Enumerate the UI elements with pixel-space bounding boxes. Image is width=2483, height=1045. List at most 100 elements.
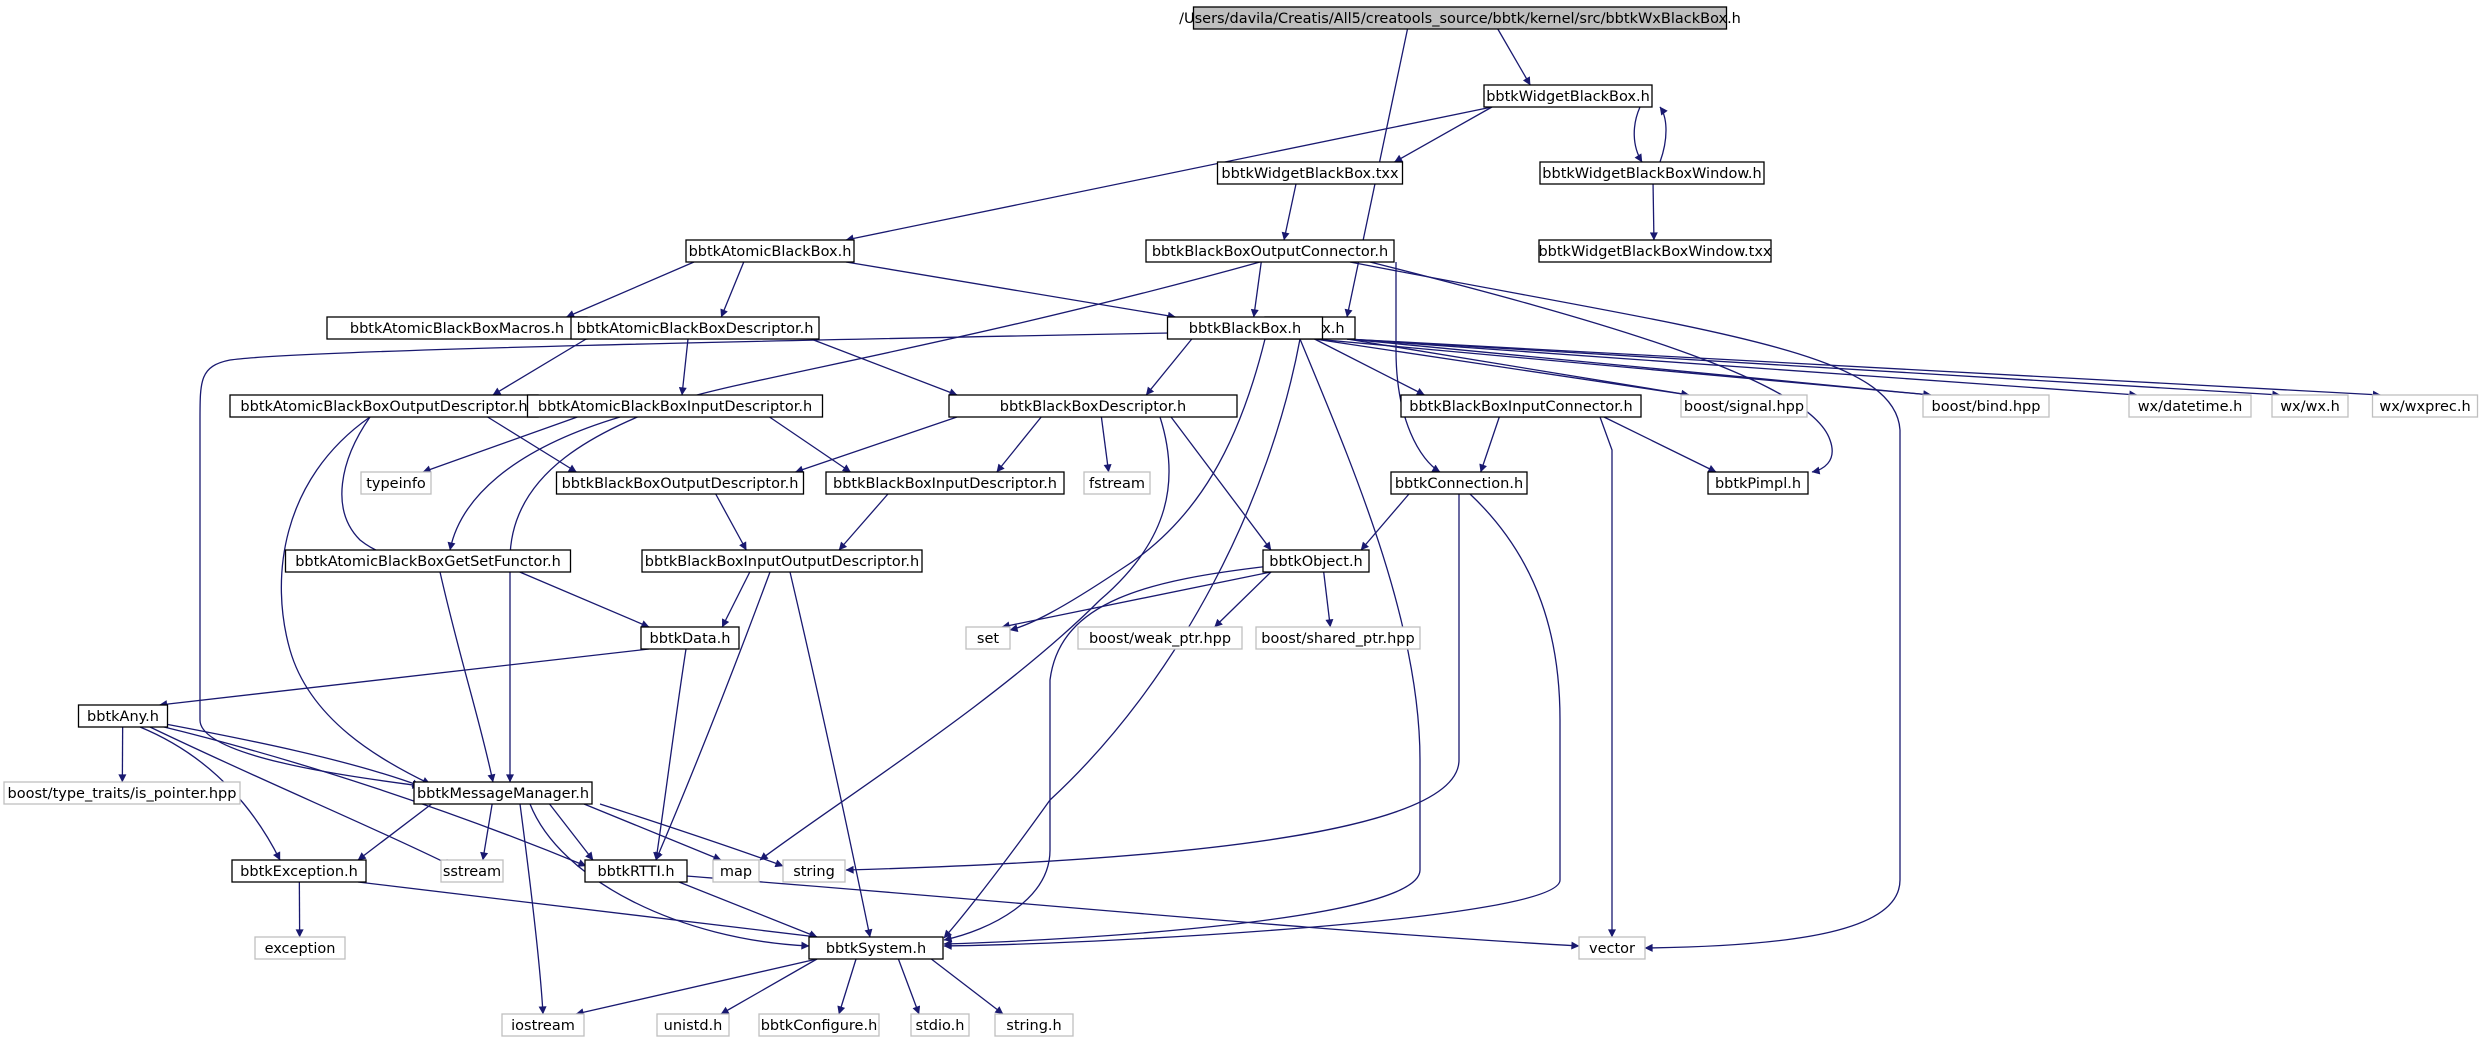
edge-line: [810, 338, 958, 397]
node-label: boost/bind.hpp: [1932, 399, 2041, 415]
edge-msgmgr-to-iostream: [519, 803, 547, 1015]
edge-atomicdesc-to-bbdesc: [810, 338, 958, 397]
edge-system-to-unistd: [720, 958, 818, 1015]
edge-line: [1323, 571, 1334, 628]
edge-blackbox-to-system: [943, 338, 1421, 948]
edge-widgetbbtxx-to-bboutconn: [1281, 183, 1297, 241]
node-bboutconn[interactable]: bbtkBlackBoxOutputConnector.h: [1145, 239, 1395, 263]
edge-wx-to-datetime: [1346, 338, 2138, 399]
node-data[interactable]: bbtkData.h: [640, 626, 740, 650]
edge-line: [655, 571, 771, 861]
edge-widgetbbwin-to-widgetbbwintxx: [1649, 183, 1658, 241]
node-label: vector: [1589, 941, 1635, 957]
node-widgetbbwintxx[interactable]: bbtkWidgetBlackBoxWindow.txx: [1538, 239, 1772, 263]
edge-msgmgr-to-string: [599, 803, 784, 868]
node-atomicoutdesc[interactable]: bbtkAtomicBlackBoxOutputDescriptor.h: [229, 394, 539, 418]
node-msgmgr[interactable]: bbtkMessageManager.h: [413, 781, 593, 805]
edge-data-to-rtti: [653, 648, 687, 861]
node-box: [413, 781, 593, 805]
edge-msgmgr-to-exception_h: [357, 803, 432, 861]
node-label: bbtkException.h: [240, 864, 358, 880]
edge-line: [789, 571, 873, 938]
edge-line: [519, 571, 650, 628]
node-bboutdesc[interactable]: bbtkBlackBoxOutputDescriptor.h: [555, 471, 805, 495]
edge-widgetbb-to-atomicbb: [845, 106, 1493, 243]
node-box: [2371, 394, 2479, 418]
node-label: sstream: [443, 864, 501, 880]
node-bbdesc[interactable]: bbtkBlackBoxDescriptor.h: [948, 394, 1238, 418]
node-atomicindesc[interactable]: bbtkAtomicBlackBoxInputDescriptor.h: [526, 394, 824, 418]
node-signal: boost/signal.hpp: [1680, 394, 1808, 418]
node-label: wx/wxprec.h: [2379, 399, 2470, 415]
node-object[interactable]: bbtkObject.h: [1262, 549, 1370, 573]
node-widgetbbtxx[interactable]: bbtkWidgetBlackBox.txx: [1216, 161, 1404, 185]
edge-line: [1603, 416, 1717, 473]
edge-line: [1145, 338, 1193, 396]
node-root[interactable]: /Users/davila/Creatis/All5/creatools_sou…: [1179, 6, 1741, 30]
node-box: [1216, 161, 1404, 185]
node-typetraits: boost/type_traits/is_pointer.hpp: [3, 781, 241, 805]
node-label: bbtkData.h: [650, 631, 731, 647]
node-box: [284, 549, 572, 573]
node-box: [1483, 84, 1653, 108]
edge-object-to-sharedptr: [1323, 571, 1334, 628]
edge-line: [1001, 571, 1272, 630]
edge-data-to-any: [159, 648, 650, 709]
edge-atomicbb-to-blackbox: [845, 261, 1176, 320]
node-box: [1262, 549, 1370, 573]
node-vector: vector: [1578, 936, 1646, 960]
node-getset[interactable]: bbtkAtomicBlackBoxGetSetFunctor.h: [284, 549, 572, 573]
node-connection[interactable]: bbtkConnection.h: [1390, 471, 1528, 495]
node-system[interactable]: bbtkSystem.h: [808, 936, 944, 960]
node-box: [1707, 471, 1809, 495]
edge-bboutconn-to-connection: [1395, 262, 1441, 473]
edge-line: [1349, 261, 1901, 952]
edge-line: [759, 416, 1170, 861]
node-label: bbtkConfigure.h: [761, 1018, 878, 1034]
node-pimpl[interactable]: bbtkPimpl.h: [1707, 471, 1809, 495]
edge-line: [1346, 338, 2281, 399]
node-box: [1390, 471, 1528, 495]
node-box: [2271, 394, 2349, 418]
node-label: bbtkAtomicBlackBoxMacros.h: [350, 321, 564, 337]
edge-line: [280, 416, 431, 785]
node-bbiodesc[interactable]: bbtkBlackBoxInputOutputDescriptor.h: [641, 549, 923, 573]
node-string: string: [782, 859, 846, 883]
node-atomicmacros[interactable]: bbtkAtomicBlackBoxMacros.h: [326, 316, 588, 340]
node-label: fstream: [1089, 476, 1145, 492]
edge-blackbox-to-signal: [1314, 338, 1690, 398]
node-bbindesc[interactable]: bbtkBlackBoxInputDescriptor.h: [825, 471, 1065, 495]
edge-line: [583, 803, 722, 861]
edge-line: [1649, 183, 1658, 241]
edge-line: [1633, 106, 1643, 163]
edge-line: [685, 875, 1580, 950]
edge-line: [1479, 416, 1500, 473]
edge-bbiodesc-to-system: [789, 571, 873, 938]
edge-line: [506, 261, 1261, 783]
node-bbinconn[interactable]: bbtkBlackBoxInputConnector.h: [1400, 394, 1642, 418]
node-widgetbbwin[interactable]: bbtkWidgetBlackBoxWindow.h: [1539, 161, 1765, 185]
node-wxh: wx/wx.h: [2271, 394, 2349, 418]
node-label: bbtkBlackBoxInputOutputDescriptor.h: [645, 554, 919, 570]
node-box: [1680, 394, 1808, 418]
node-box: [948, 394, 1238, 418]
node-label: string: [793, 864, 835, 880]
node-box: [910, 1013, 970, 1037]
edge-line: [529, 803, 810, 950]
node-any[interactable]: bbtkAny.h: [77, 704, 169, 728]
edge-line: [439, 571, 496, 783]
node-box: [254, 936, 346, 960]
edge-line: [996, 416, 1042, 473]
edge-line: [519, 803, 547, 1015]
node-atomicbb[interactable]: bbtkAtomicBlackBox.h: [685, 239, 855, 263]
node-box: [3, 781, 241, 805]
node-exception_h[interactable]: bbtkException.h: [231, 859, 367, 883]
edge-line: [1100, 416, 1112, 473]
node-label: bbtkWidgetBlackBoxWindow.h: [1542, 166, 1761, 182]
edge-line: [492, 338, 587, 396]
node-atomicdesc[interactable]: bbtkAtomicBlackBoxDescriptor.h: [570, 316, 820, 340]
node-rtti[interactable]: bbtkRTTI.h: [584, 859, 688, 883]
edge-bbdesc-to-fstream: [1100, 416, 1112, 473]
node-blackbox[interactable]: bbtkBlackBox.h: [1166, 316, 1324, 340]
node-widgetbb[interactable]: bbtkWidgetBlackBox.h: [1483, 84, 1653, 108]
